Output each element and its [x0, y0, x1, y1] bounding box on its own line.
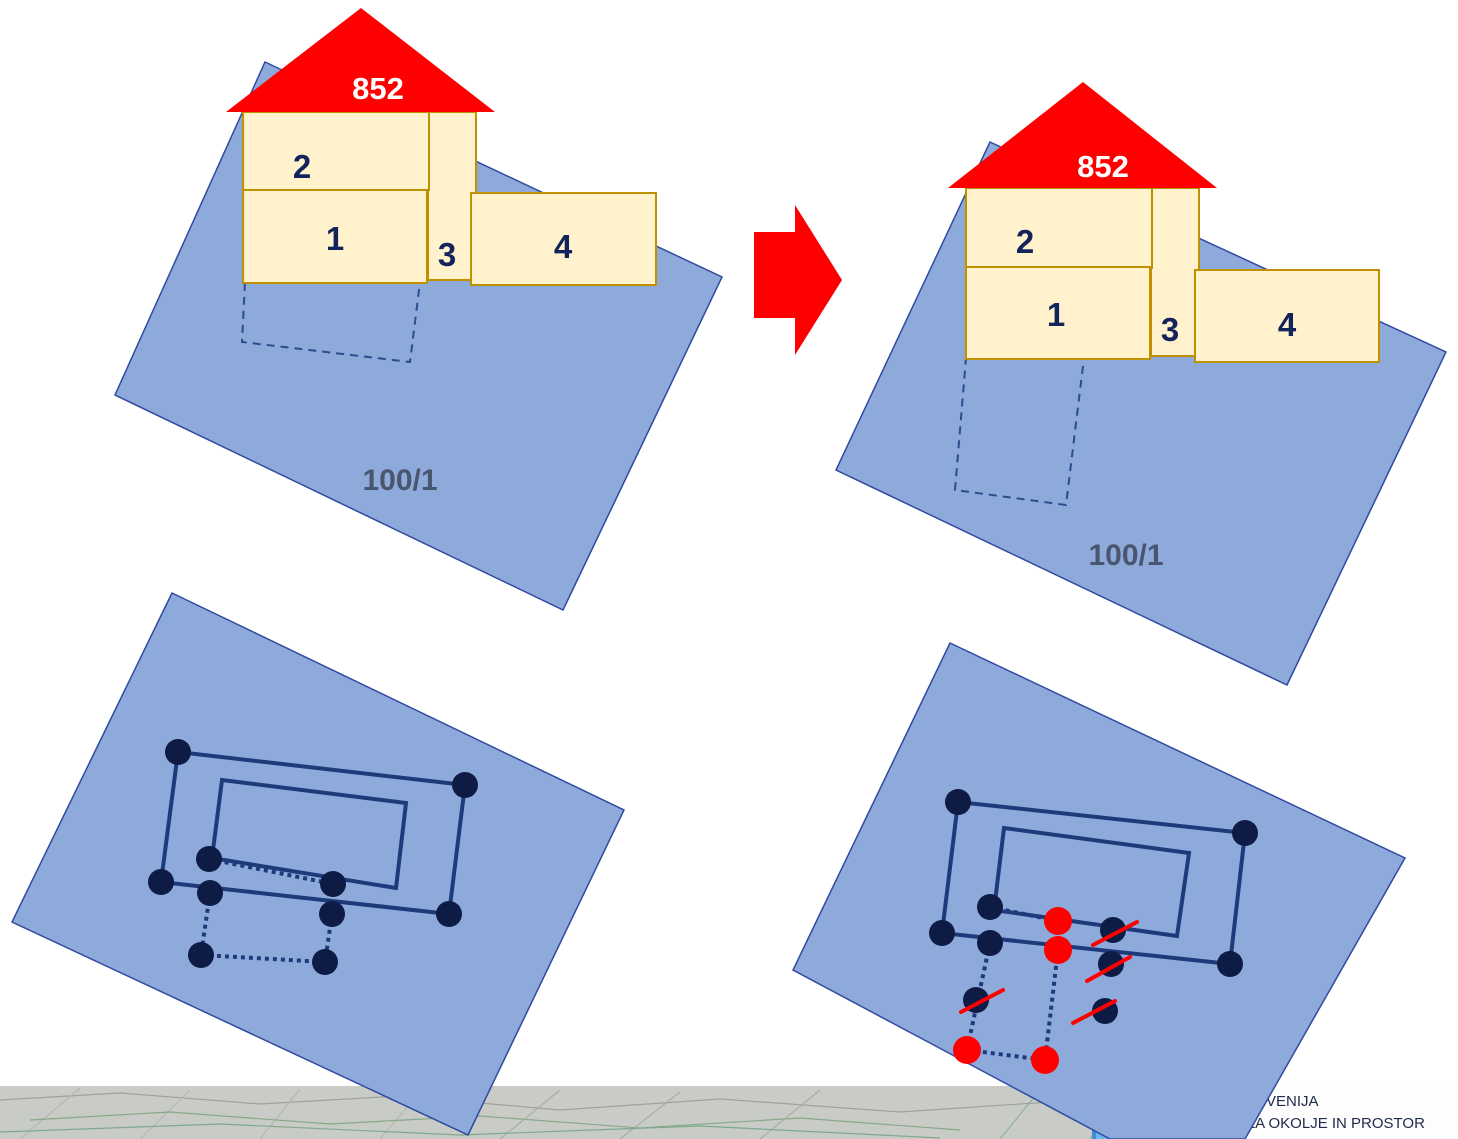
- inner-outline: [991, 825, 1192, 939]
- panel-after-buildings: 852 2 1 3 4 100/1: [835, 82, 1448, 686]
- dotted-edge: [965, 942, 992, 1051]
- building-roof: [226, 8, 495, 112]
- part-label-1: 1: [1047, 296, 1065, 333]
- parcel-number: 100/1: [1088, 539, 1163, 572]
- panel-before-buildings: 852 2 1 3 4 100/1: [114, 8, 724, 612]
- part-label-4: 4: [554, 228, 573, 265]
- footer-line-1: VENIJA: [1266, 1093, 1319, 1110]
- vertex: [452, 772, 478, 798]
- building-roof: [948, 82, 1217, 188]
- building-part-4: [470, 192, 657, 286]
- building-part-4: [1194, 269, 1380, 363]
- vertex: [165, 739, 191, 765]
- transition-arrow-icon: [754, 205, 842, 355]
- new-vertex: [1044, 936, 1072, 964]
- part-label-2: 2: [293, 148, 311, 185]
- strike-mark: [1071, 999, 1117, 1025]
- building-part-1: [242, 189, 428, 284]
- vertex: [197, 880, 223, 906]
- parcel-number: 100/1: [362, 464, 437, 497]
- part-label-4: 4: [1278, 306, 1297, 343]
- building-part-2: [242, 111, 430, 191]
- building-number: 852: [352, 71, 404, 106]
- vertex: [977, 930, 1003, 956]
- dotted-edge: [208, 857, 334, 886]
- vertex: [945, 789, 971, 815]
- vertex: [188, 942, 214, 968]
- parcel-before-vertices: [10, 592, 626, 1136]
- new-vertex: [1031, 1046, 1059, 1074]
- new-vertex: [1044, 907, 1072, 935]
- vertex: [1217, 951, 1243, 977]
- building-part-1: [965, 266, 1151, 360]
- vertex: [436, 901, 462, 927]
- former-footprint-outline: [953, 357, 1086, 507]
- vertex: [1232, 820, 1258, 846]
- new-vertex: [953, 1036, 981, 1064]
- panel-before-vertices: [10, 592, 626, 1136]
- dotted-edge: [1043, 949, 1060, 1061]
- vertex: [929, 920, 955, 946]
- vertex: [196, 846, 222, 872]
- vertex: [148, 869, 174, 895]
- vertex: [319, 901, 345, 927]
- strike-mark: [959, 988, 1005, 1014]
- part-label-1: 1: [326, 220, 344, 257]
- part-label-3: 3: [438, 236, 456, 273]
- part-label-2: 2: [1016, 223, 1034, 260]
- strike-mark: [1085, 955, 1132, 983]
- parcel-after-vertices: [792, 642, 1407, 1139]
- inner-outline: [209, 777, 409, 891]
- strike-mark: [1091, 920, 1139, 947]
- footer-line-2: ZA OKOLJE IN PROSTOR: [1246, 1115, 1425, 1132]
- building-number: 852: [1077, 149, 1129, 184]
- panel-after-vertices: [792, 642, 1407, 1139]
- building-part-3: [427, 111, 477, 281]
- vertex: [312, 949, 338, 975]
- part-label-3: 3: [1161, 311, 1179, 348]
- vertex: [977, 894, 1003, 920]
- vertex: [320, 871, 346, 897]
- building-part-2: [965, 187, 1153, 269]
